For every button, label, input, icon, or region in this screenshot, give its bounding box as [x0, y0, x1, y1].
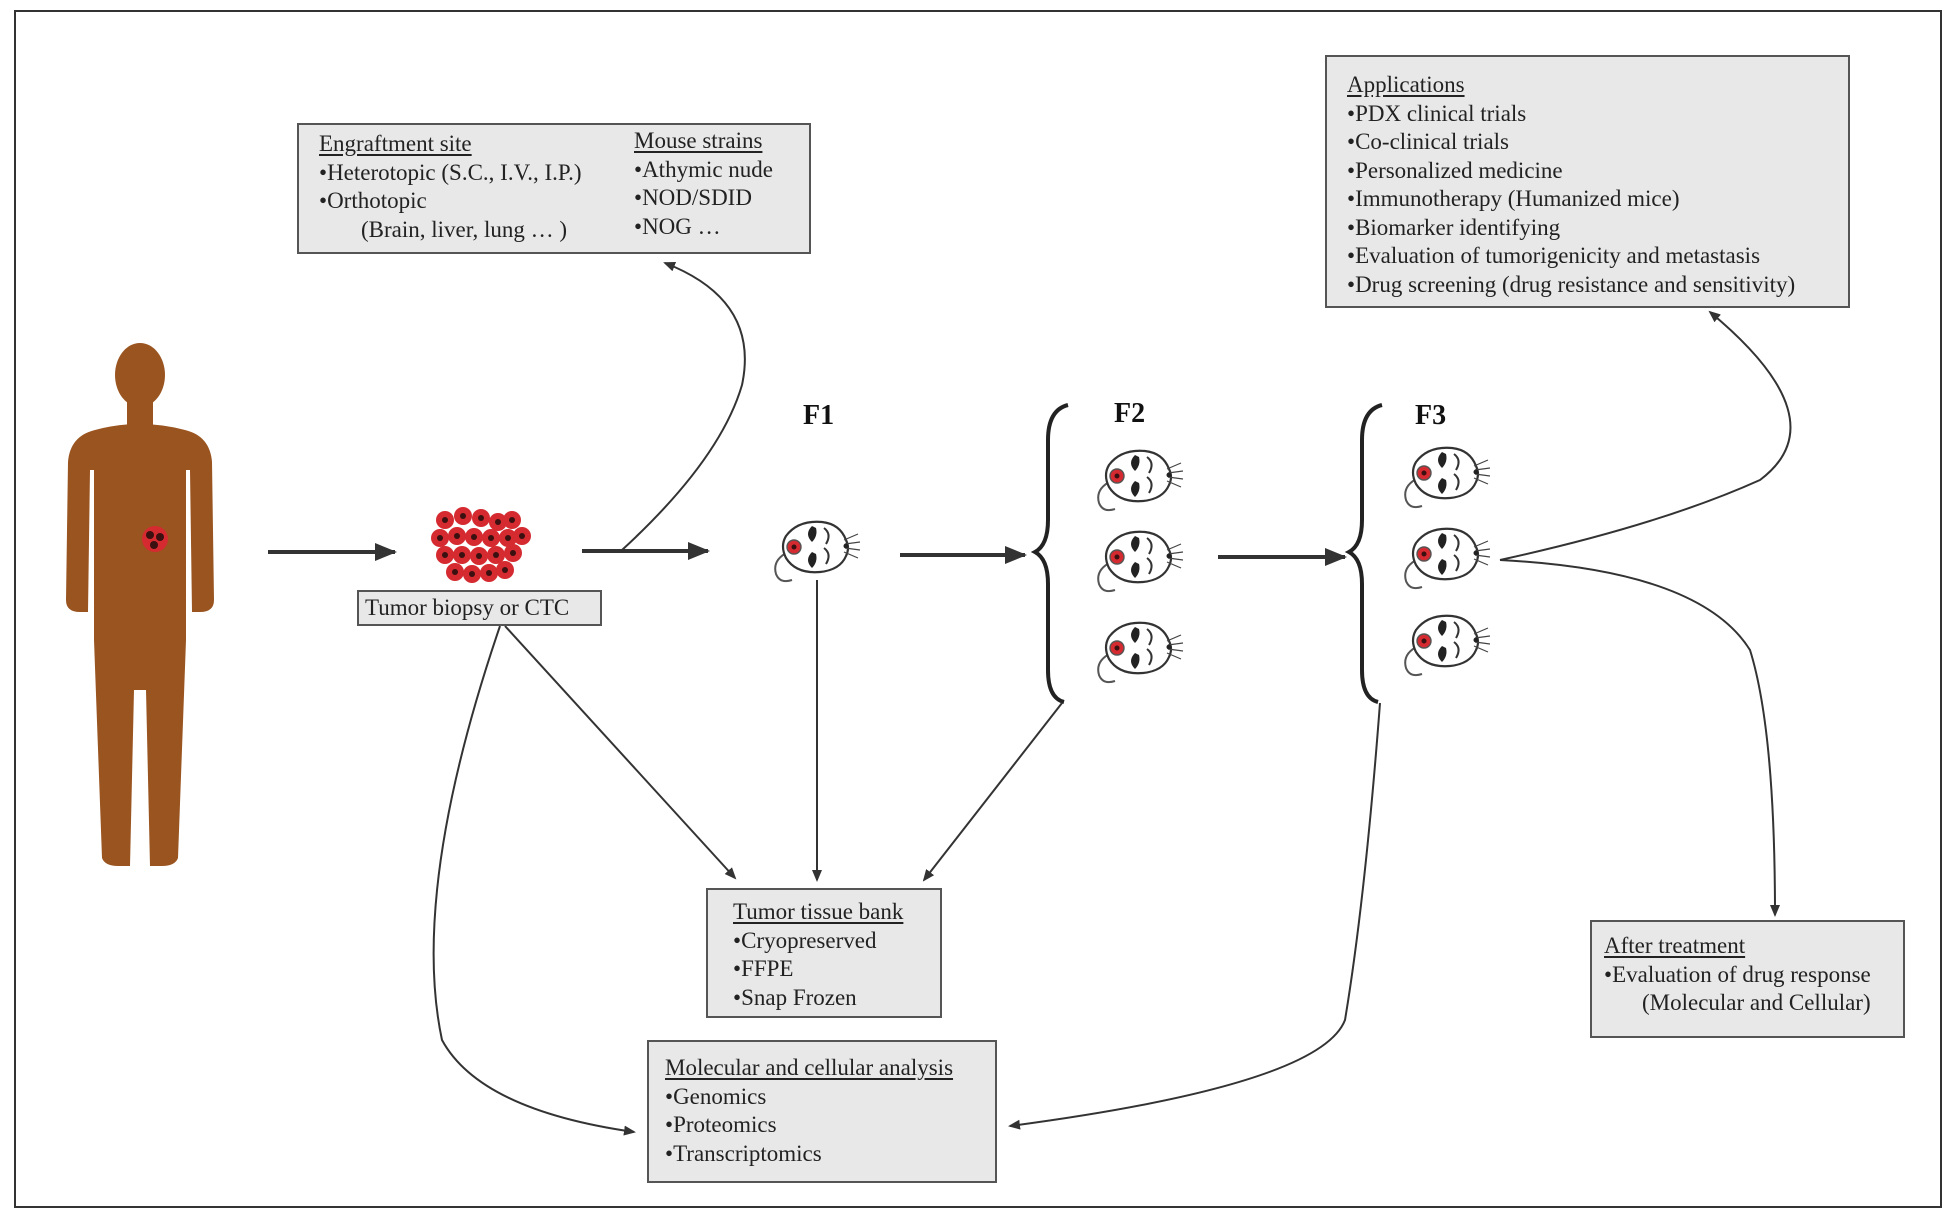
- analysis-title: Molecular and cellular analysis: [665, 1055, 954, 1080]
- tissue-bank-item: Cryopreserved: [733, 927, 940, 956]
- applications-item: Biomarker identifying: [1347, 214, 1848, 243]
- f3-bracket: [1344, 403, 1383, 704]
- strains-section: Mouse strains Athymic nude NOD/SDID NOG …: [634, 127, 809, 241]
- human-figure: [66, 343, 214, 866]
- after-treatment-box: After treatment Evaluation of drug respo…: [1590, 920, 1905, 1038]
- tissue-bank-box: Tumor tissue bank Cryopreserved FFPE Sna…: [706, 888, 942, 1018]
- tumor-label-box: Tumor biopsy or CTC: [357, 590, 602, 626]
- applications-box: Applications PDX clinical trials Co-clin…: [1325, 55, 1850, 308]
- tissue-bank-item: FFPE: [733, 955, 940, 984]
- applications-item: Evaluation of tumorigenicity and metasta…: [1347, 242, 1848, 271]
- f3-mouse-icon: [1396, 440, 1496, 515]
- analysis-box: Molecular and cellular analysis Genomics…: [647, 1040, 997, 1183]
- engraftment-sub: (Brain, liver, lung … ): [361, 216, 568, 242]
- f1-mouse-icon: [766, 514, 866, 589]
- f2-bracket: [1030, 403, 1069, 704]
- human-tumor-icon: [142, 526, 168, 552]
- f3-mouse-icon: [1396, 521, 1496, 596]
- analysis-item: Transcriptomics: [665, 1140, 995, 1169]
- applications-item: Personalized medicine: [1347, 157, 1848, 186]
- generation-label-f3: F3: [1415, 400, 1447, 431]
- generation-label-f1: F1: [803, 400, 835, 431]
- analysis-item: Proteomics: [665, 1111, 995, 1140]
- strains-item: NOD/SDID: [634, 184, 809, 213]
- arrow-f3-to-analysis: [1008, 702, 1381, 1130]
- applications-title: Applications: [1347, 72, 1465, 97]
- applications-item: Drug screening (drug resistance and sens…: [1347, 271, 1848, 300]
- after-treatment-list: Evaluation of drug response: [1604, 961, 1903, 990]
- tissue-bank-title: Tumor tissue bank: [733, 899, 904, 924]
- applications-item: Co-clinical trials: [1347, 128, 1848, 157]
- tissue-bank-item: Snap Frozen: [733, 984, 940, 1013]
- arrow-to-engraftment: [621, 261, 746, 551]
- f2-mouse-icon: [1089, 615, 1189, 690]
- arrow-to-after-treatment: [1499, 559, 1780, 917]
- arrow-to-applications: [1499, 310, 1792, 561]
- arrow-tumor-to-analysis: [432, 625, 636, 1136]
- engraftment-title: Engraftment site: [319, 131, 472, 156]
- tumor-cluster-icon: [431, 507, 531, 583]
- applications-list: PDX clinical trials Co-clinical trials P…: [1347, 100, 1848, 300]
- strains-item: Athymic nude: [634, 156, 809, 185]
- tissue-bank-list: Cryopreserved FFPE Snap Frozen: [733, 927, 940, 1013]
- strains-item: NOG …: [634, 213, 809, 242]
- tumor-label: Tumor biopsy or CTC: [365, 595, 570, 620]
- strains-title: Mouse strains: [634, 128, 763, 153]
- engraftment-list: Heterotopic (S.C., I.V., I.P.) Orthotopi…: [319, 159, 619, 216]
- engraftment-box: Engraftment site Heterotopic (S.C., I.V.…: [297, 123, 811, 254]
- f2-mouse-icon: [1089, 524, 1189, 599]
- generation-label-f2: F2: [1114, 398, 1146, 429]
- applications-item: PDX clinical trials: [1347, 100, 1848, 129]
- after-treatment-sub: (Molecular and Cellular): [1642, 990, 1871, 1015]
- strains-list: Athymic nude NOD/SDID NOG …: [634, 156, 809, 242]
- applications-item: Immunotherapy (Humanized mice): [1347, 185, 1848, 214]
- analysis-list: Genomics Proteomics Transcriptomics: [665, 1083, 995, 1169]
- analysis-item: Genomics: [665, 1083, 995, 1112]
- engraftment-section: Engraftment site Heterotopic (S.C., I.V.…: [319, 130, 619, 244]
- arrow-tumor-to-bank: [504, 625, 737, 880]
- arrow-f2-to-bank: [922, 702, 1063, 882]
- engraftment-item: Heterotopic (S.C., I.V., I.P.): [319, 159, 619, 188]
- engraftment-item: Orthotopic: [319, 187, 619, 216]
- f3-mouse-icon: [1396, 608, 1496, 683]
- after-treatment-title: After treatment: [1604, 933, 1746, 958]
- diagram-frame: [14, 10, 1942, 1208]
- f2-mouse-icon: [1089, 443, 1189, 518]
- after-treatment-item: Evaluation of drug response: [1604, 961, 1903, 990]
